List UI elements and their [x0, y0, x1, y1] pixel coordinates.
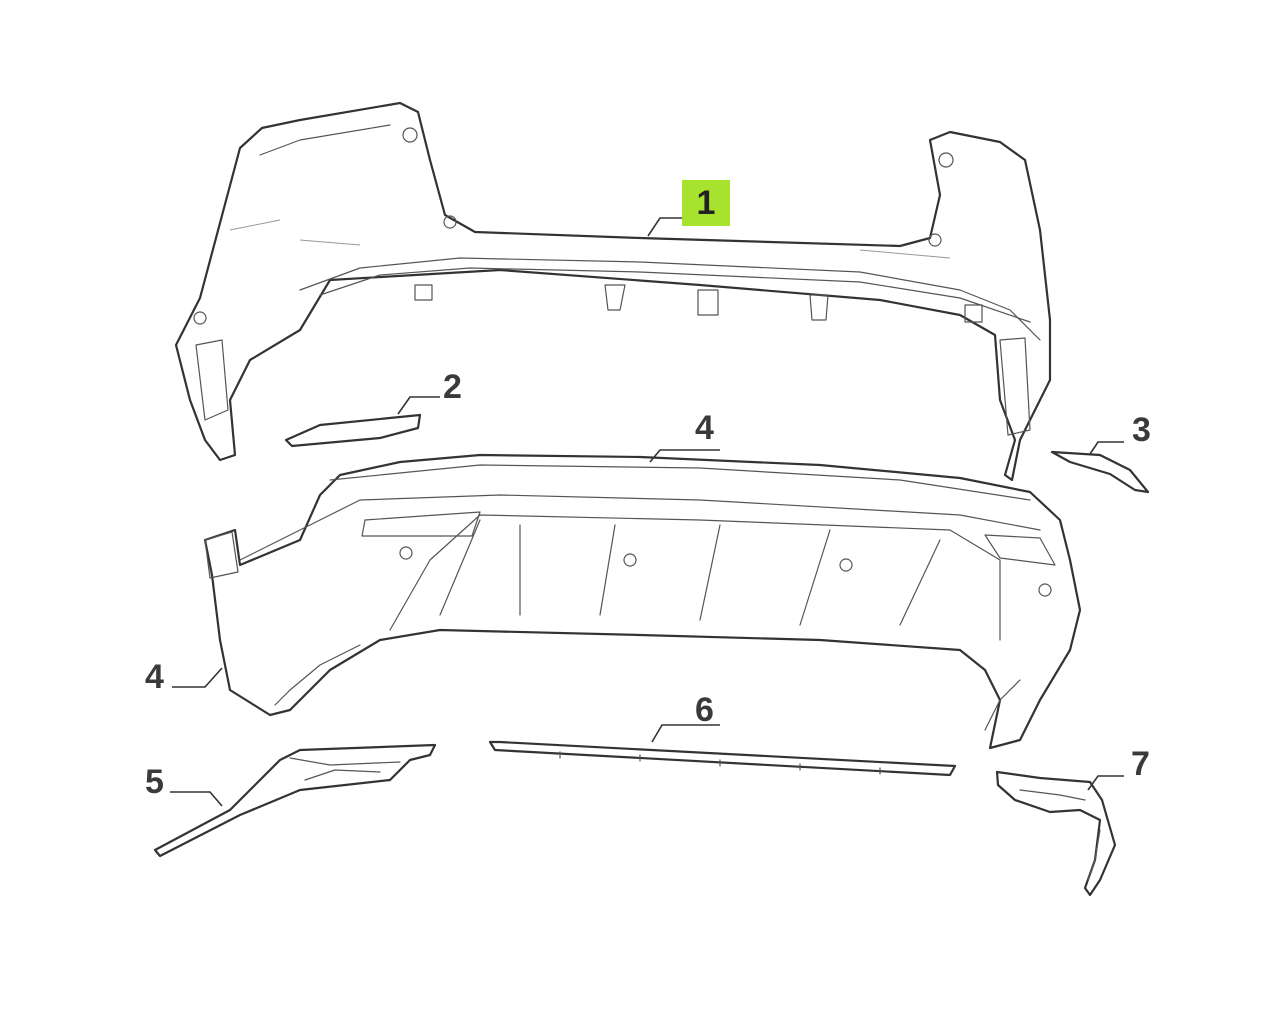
- leader-line-5: [170, 791, 223, 807]
- leader-line-3: [1089, 441, 1124, 455]
- leader-line-6: [651, 724, 720, 743]
- leader-line-4-side: [172, 667, 223, 688]
- leader-line-2: [397, 396, 440, 415]
- callout-6[interactable]: 6: [695, 691, 714, 729]
- part-6-centre-trim-strip[interactable]: [488, 740, 957, 777]
- part-4-lower-bumper-diffuser[interactable]: [203, 453, 1082, 750]
- part-2-left-reflector[interactable]: [284, 413, 422, 448]
- callout-2[interactable]: 2: [443, 368, 462, 406]
- leader-line-4-top: [649, 449, 720, 463]
- callout-5[interactable]: 5: [145, 763, 164, 801]
- part-3-right-reflector[interactable]: [1050, 450, 1150, 494]
- part-1-bumper-cover[interactable]: [174, 101, 1052, 482]
- callout-4-side[interactable]: 4: [145, 658, 164, 696]
- part-7-right-lower-trim[interactable]: [995, 770, 1117, 897]
- callout-7[interactable]: 7: [1131, 745, 1150, 783]
- leader-line-7: [1087, 775, 1124, 791]
- part-5-left-lower-trim[interactable]: [153, 743, 437, 858]
- callout-3[interactable]: 3: [1132, 411, 1151, 449]
- callout-4-top[interactable]: 4: [695, 409, 714, 447]
- callout-1-highlighted[interactable]: 1: [682, 180, 730, 226]
